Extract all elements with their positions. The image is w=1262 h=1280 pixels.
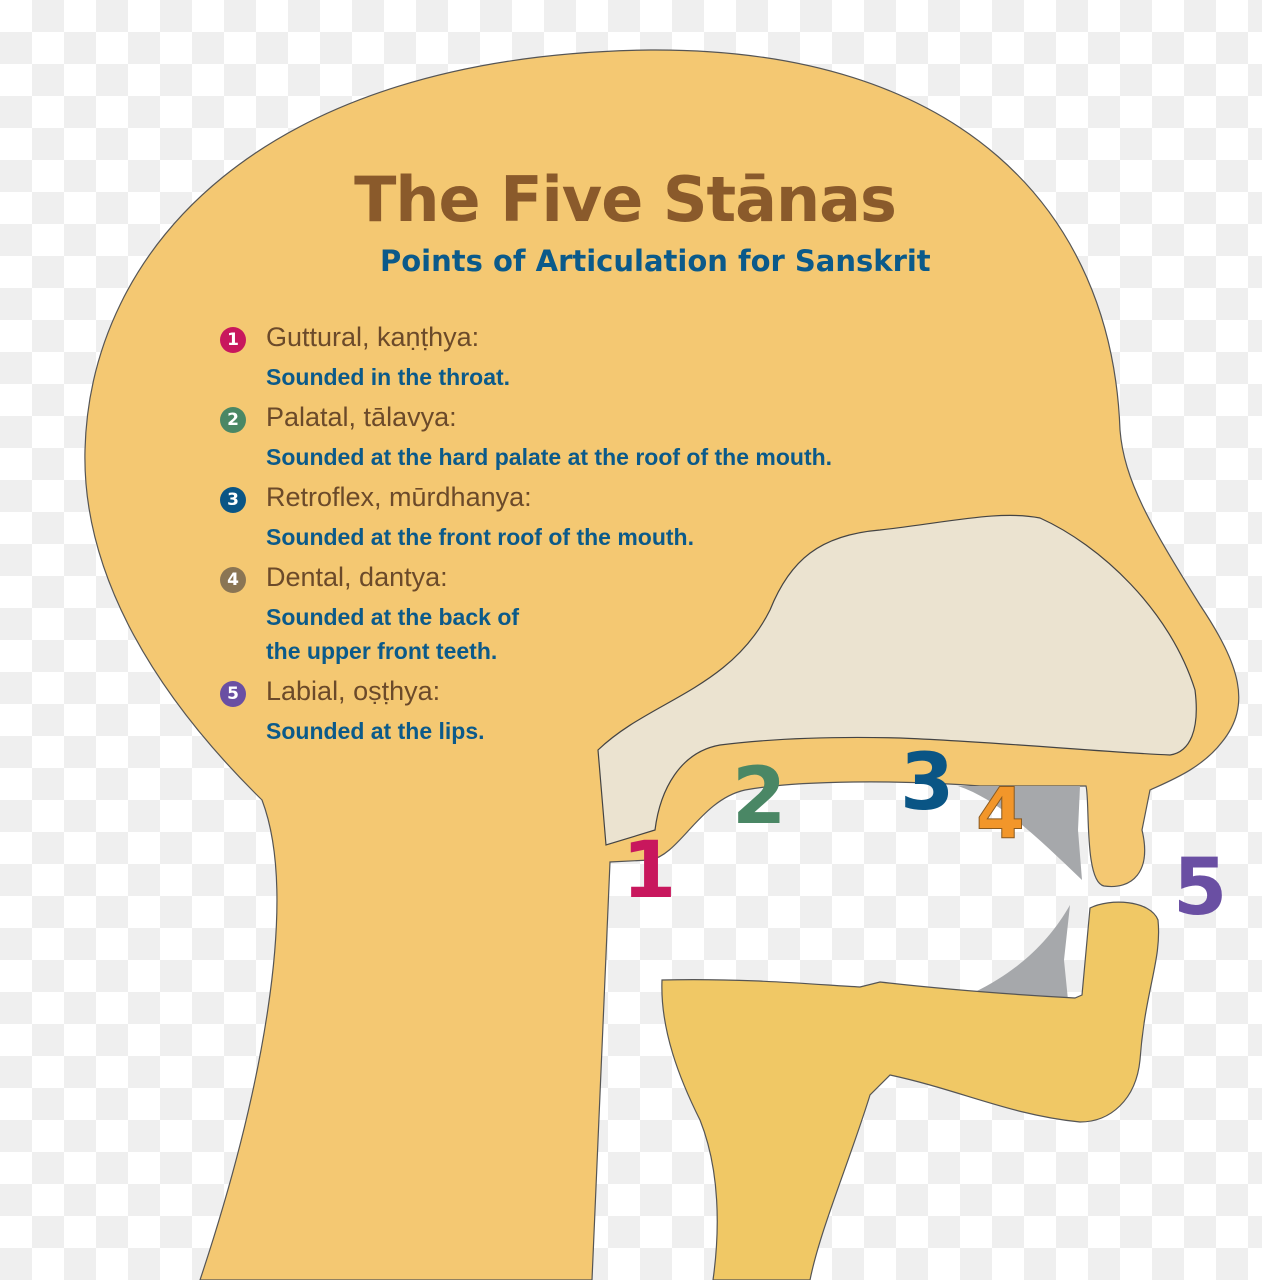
item-description: Sounded in the throat. xyxy=(266,364,511,390)
item-heading: Dental, dantya: xyxy=(266,562,448,592)
page-title: The Five Stānas xyxy=(354,163,897,236)
lower-teeth xyxy=(975,905,1070,1000)
marker-palatal: 2 xyxy=(732,752,787,842)
number-badge: 3 xyxy=(220,487,246,513)
number-badge: 2 xyxy=(220,407,246,433)
marker-dental: 4 xyxy=(976,773,1026,856)
item-description: Sounded at the front roof of the mouth. xyxy=(266,524,694,550)
item-description-line-1: Sounded at the back of xyxy=(266,604,520,630)
item-heading: Labial, oṣṭhya: xyxy=(266,676,441,706)
upper-teeth xyxy=(958,786,1082,880)
item-heading: Retroflex, mūrdhanya: xyxy=(266,482,532,512)
page-subtitle: Points of Articulation for Sanskrit xyxy=(380,244,931,278)
marker-guttural: 1 xyxy=(622,826,677,916)
number-badge: 4 xyxy=(220,567,246,593)
marker-retroflex: 3 xyxy=(900,738,955,828)
marker-labial: 5 xyxy=(1173,843,1228,933)
number-badge: 5 xyxy=(220,681,246,707)
item-description: Sounded at the lips. xyxy=(266,718,485,744)
item-heading: Guttural, kaṇṭhya: xyxy=(266,322,480,352)
head-silhouette xyxy=(84,49,1240,1280)
item-description-line-2: the upper front teeth. xyxy=(266,638,498,664)
nasal-cavity xyxy=(597,514,1197,846)
number-badge: 1 xyxy=(220,327,246,353)
item-description: Sounded at the hard palate at the roof o… xyxy=(266,444,833,470)
item-heading: Palatal, tālavya: xyxy=(266,402,457,432)
lower-jaw xyxy=(661,901,1160,1280)
